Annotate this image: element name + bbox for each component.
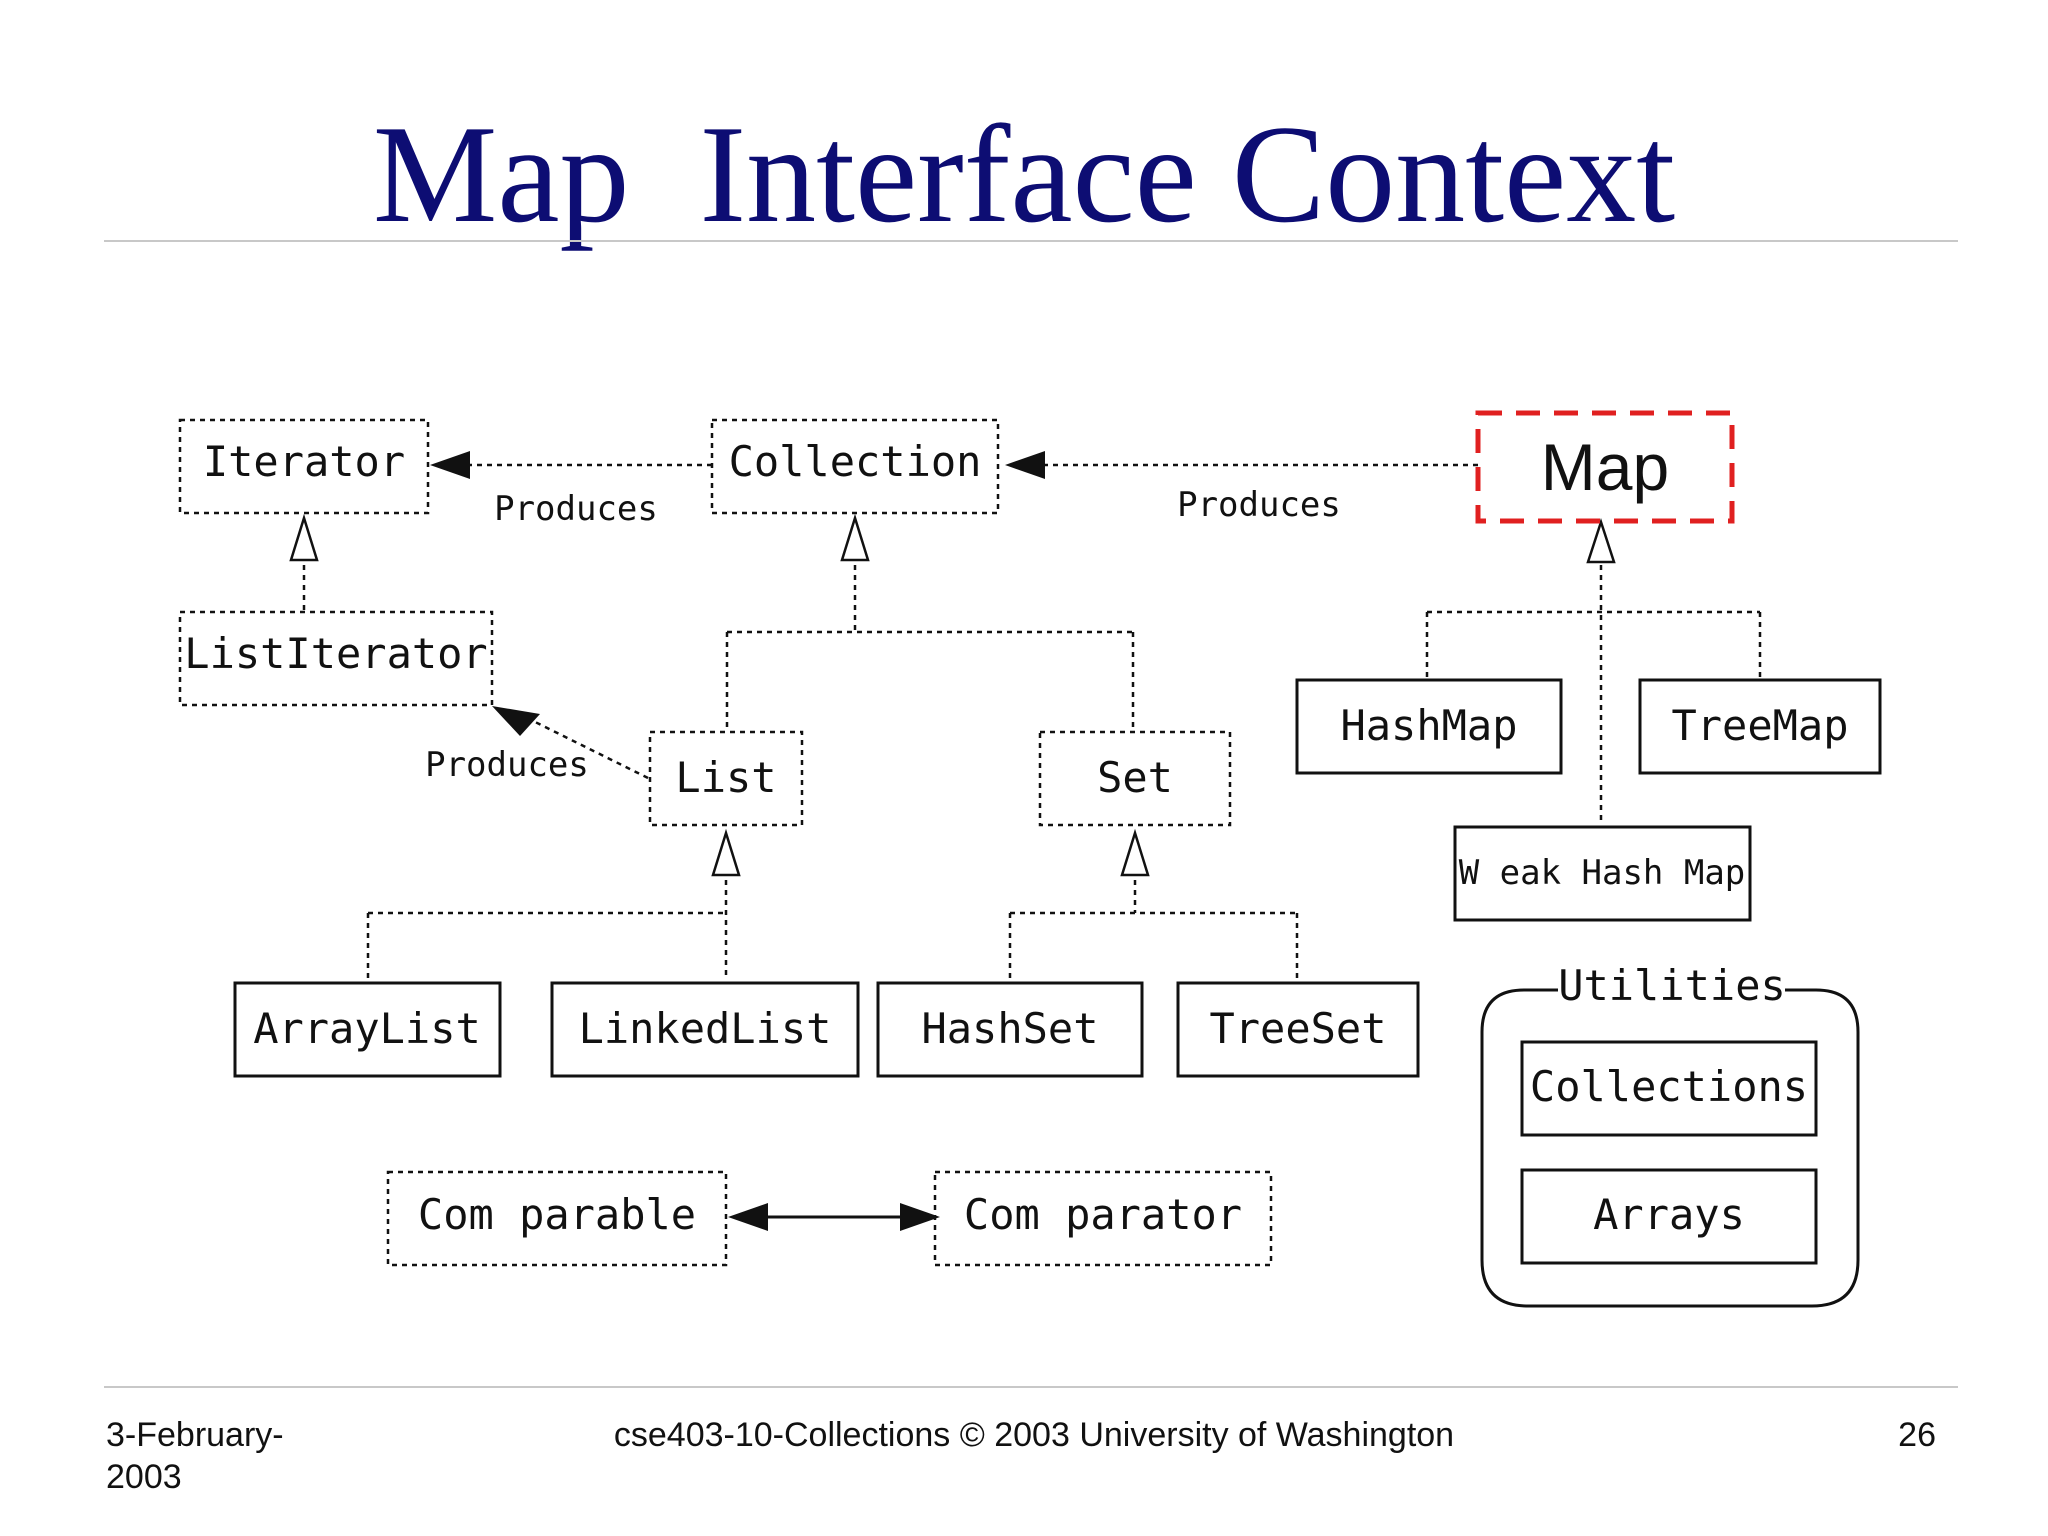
treemap-label: TreeMap	[1671, 701, 1848, 750]
iterator-interface: Iterator	[178, 418, 430, 515]
weakhashmap-label: W eak Hash Map	[1459, 853, 1746, 893]
produces-label-iterator: Produces	[494, 489, 658, 529]
treeset-class: TreeSet	[1176, 981, 1420, 1078]
list-interface: List	[648, 730, 804, 827]
comparator-interface: Com parator	[933, 1170, 1273, 1267]
set-label: Set	[1097, 753, 1173, 802]
slide-title: Map Interface Context	[372, 97, 1676, 252]
weakhashmap-class: W eak Hash Map	[1453, 825, 1752, 922]
utilities-label: Utilities	[1558, 961, 1786, 1010]
collections-class-box	[1520, 1040, 1818, 1137]
linkedlist-label: LinkedList	[579, 1004, 832, 1053]
hashset-class: HashSet	[876, 981, 1144, 1078]
set-interface: Set	[1038, 730, 1232, 827]
arrays-label: Arrays	[1593, 1190, 1745, 1239]
produces-label-collection: Produces	[1177, 485, 1341, 525]
treemap-class: TreeMap	[1638, 678, 1882, 775]
comparator-label: Com parator	[964, 1190, 1242, 1239]
list-label: List	[675, 753, 776, 802]
page-number: 26	[1898, 1416, 1936, 1454]
dashed-connectors	[302, 463, 1762, 980]
map-label: Map	[1541, 430, 1669, 504]
hashmap-label: HashMap	[1340, 701, 1517, 750]
footer-course: cse403-10-Collections © 2003 University …	[613, 1416, 1455, 1454]
hashset-label: HashSet	[921, 1004, 1098, 1053]
footer-date: 3-February-2003	[106, 1416, 284, 1496]
iterator-label: Iterator	[203, 437, 405, 486]
arraylist-label: ArrayList	[253, 1004, 481, 1053]
linkedlist-class: LinkedList	[550, 981, 860, 1078]
collections-label: Collections	[1530, 1062, 1808, 1111]
arrays-class-box	[1520, 1168, 1818, 1265]
title-divider	[104, 240, 1958, 242]
utilities-group: Utilities Collections Arrays	[1480, 961, 1860, 1308]
left-arrowhead	[728, 1203, 768, 1231]
treeset-label: TreeSet	[1209, 1004, 1386, 1053]
arraylist-class: ArrayList	[233, 981, 502, 1078]
produces-label-listiterator: Produces	[425, 745, 589, 785]
listiterator-interface: ListIterator	[178, 610, 494, 707]
produces-arrowheads	[430, 451, 1045, 736]
comparable-label: Com parable	[418, 1190, 696, 1239]
collection-label: Collection	[729, 437, 982, 486]
comparable-interface: Com parable	[386, 1170, 728, 1267]
right-arrowhead	[900, 1203, 940, 1231]
listiterator-label: ListIterator	[184, 629, 487, 678]
map-interface: Map	[1475, 410, 1735, 524]
hashmap-class: HashMap	[1295, 678, 1563, 775]
collection-interface: Collection	[710, 418, 1000, 515]
inheritance-arrowheads	[289, 513, 1616, 877]
footer-divider	[104, 1386, 1958, 1388]
